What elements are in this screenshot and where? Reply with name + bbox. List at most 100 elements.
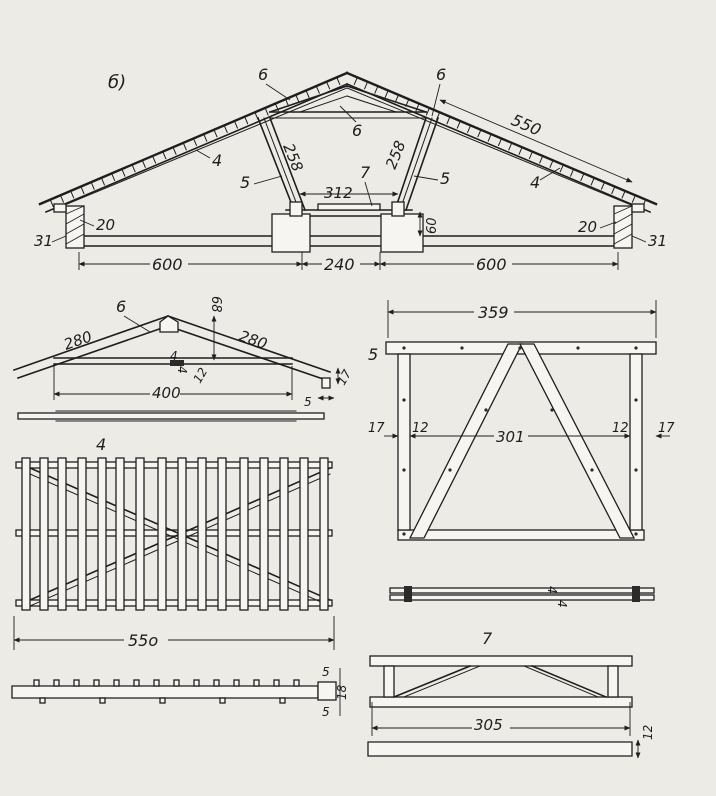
sheathing-tick	[49, 198, 54, 208]
side-bump	[233, 679, 240, 687]
vertical-board	[197, 457, 207, 611]
sheathing-tick	[363, 81, 369, 90]
sheathing-tick	[456, 120, 461, 129]
sheathing-tick	[518, 146, 523, 155]
truss6-dim-left: 280	[61, 327, 94, 353]
panel4-dim-s1: 5	[322, 665, 330, 679]
wall-right	[613, 203, 645, 249]
sheathing-tick	[621, 190, 626, 199]
truss6-dim-top-height: 68	[208, 296, 223, 313]
sheathing-tick	[559, 164, 564, 173]
sheathing-tick	[59, 194, 65, 203]
sheathing-tick	[305, 89, 310, 99]
callout-31-left: 31	[34, 232, 53, 250]
side-bump	[219, 697, 226, 704]
panel4-boards	[21, 457, 329, 611]
strut-right	[393, 116, 440, 212]
dim-strut-right: 258	[382, 138, 409, 171]
bolt-dot	[634, 346, 638, 350]
vertical-board	[135, 457, 145, 611]
vertical-board	[239, 457, 249, 611]
truss-6-detail: 6 280 280 68 4 4 12 400 17 5	[12, 296, 354, 422]
sheathing-tick	[487, 133, 492, 142]
sheathing-tick	[508, 142, 513, 151]
bolt-dot	[590, 468, 594, 472]
dim-span-left: 600	[152, 255, 183, 274]
callout-31-right: 31	[648, 232, 667, 250]
vertical-board	[77, 457, 87, 611]
panel4-label: 4	[96, 435, 106, 454]
truss6-dim-bottom: 400	[152, 384, 181, 402]
bolt-dot	[402, 468, 406, 472]
bolt-dot	[484, 408, 488, 412]
bolt-dot	[634, 532, 638, 536]
vertical-board	[39, 457, 49, 611]
callout-4-left: 4	[212, 151, 222, 170]
sheathing-tick	[131, 164, 136, 173]
panel-4-detail: 4 55o 5 18 5	[11, 435, 349, 719]
sheathing-tick	[374, 85, 379, 94]
frame5-bolts	[402, 346, 638, 536]
dim-rafter: 550	[508, 110, 544, 139]
frame5-plan	[389, 587, 655, 594]
sheathing-tick	[394, 94, 400, 103]
span-dimensions: 600 240 600	[78, 252, 619, 274]
side-bump	[153, 679, 160, 687]
beam-7-detail: 7 305 12	[367, 629, 655, 759]
strut-left	[256, 116, 307, 212]
vertical-board	[57, 457, 67, 611]
bolt-dot	[550, 408, 554, 412]
truss6-dim-t2: 4	[175, 366, 189, 374]
sheathing-tick	[590, 177, 595, 186]
sheathing-tick	[528, 150, 534, 160]
sheathing-tick	[539, 155, 544, 164]
callout-6-a: 6	[258, 65, 268, 84]
truss6-label: 6	[116, 297, 126, 316]
vertical-board	[279, 457, 289, 611]
callout-4-right: 4	[530, 173, 540, 192]
truss6-dim-t3: 12	[190, 365, 210, 385]
sheathing-tick	[151, 155, 157, 164]
side-bump	[33, 679, 40, 687]
beam7-plan	[367, 741, 633, 757]
sheathing-tick	[497, 137, 503, 147]
support-block-left	[271, 213, 311, 253]
sheathing-tick	[336, 76, 341, 86]
sheathing-tick	[223, 124, 228, 134]
side-bump	[159, 697, 166, 704]
sheathing-tick	[244, 116, 249, 125]
sheathing-tick	[425, 107, 431, 116]
sheathing-tick	[353, 76, 358, 86]
sheathing-tick	[233, 120, 239, 129]
side-bump	[213, 679, 220, 687]
sheathing-tick	[631, 194, 637, 203]
frame5-dim-width: 359	[478, 303, 509, 322]
bolt-dot	[448, 468, 452, 472]
frame5-dim-inner: 301	[496, 428, 525, 446]
bolt-dot	[402, 532, 406, 536]
sheathing-tick	[192, 137, 198, 147]
sheathing-tick	[172, 146, 177, 155]
sheathing-tick	[284, 98, 290, 107]
sheathing-tick	[162, 150, 167, 160]
side-bump	[273, 679, 280, 687]
sheathing-tick	[549, 159, 554, 168]
bolt-dot	[576, 346, 580, 350]
dim-span-right: 600	[476, 255, 507, 274]
frame5-plan-b: 4	[555, 600, 569, 608]
vertical-board	[115, 457, 125, 611]
vertical-board	[319, 457, 329, 611]
frame5-plan-a: 4	[545, 586, 559, 594]
sheathing-tick	[90, 181, 95, 190]
sheathing-tick	[213, 129, 218, 138]
sheathing-tick	[477, 129, 482, 138]
vertical-board	[259, 457, 269, 611]
truss6-dim-end-w: 5	[304, 395, 312, 409]
sheathing-tick	[325, 81, 331, 90]
strut-foot-left	[289, 201, 303, 217]
bolt-dot	[402, 398, 406, 402]
frame-5-detail: 5 359 301 17 12 12 17 4 4	[368, 300, 675, 608]
section-label: б)	[108, 72, 126, 93]
callout-6-c: 6	[352, 121, 362, 140]
